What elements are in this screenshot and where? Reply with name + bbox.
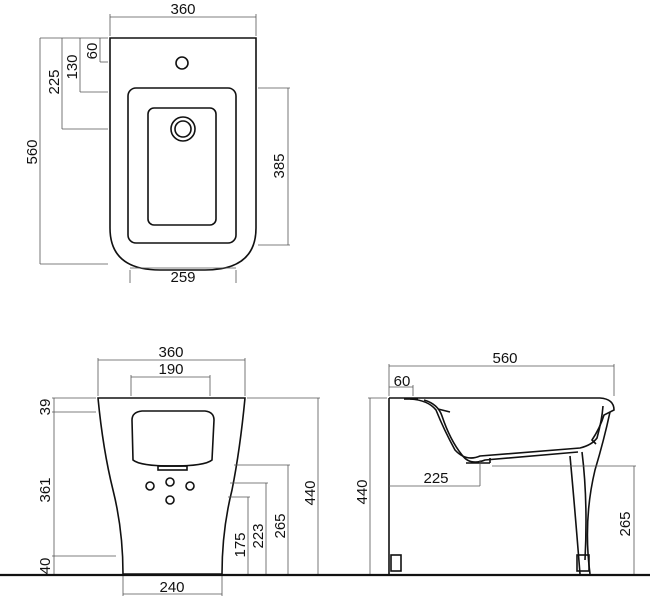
dim-side-tap-offset: 60 <box>394 373 411 390</box>
dim-basin-length: 385 <box>271 153 288 178</box>
drain-inner <box>174 120 192 138</box>
dim-tap-offset: 60 <box>84 43 101 60</box>
dim-drain-offset: 225 <box>46 69 63 94</box>
side-view-leg <box>586 411 611 575</box>
dim-front-width: 259 <box>170 269 195 286</box>
dim-basin-offset: 130 <box>64 54 81 79</box>
dim-pipe-175: 175 <box>232 532 249 557</box>
dim-top-width: 360 <box>170 1 195 18</box>
dim-side-outlet-height: 265 <box>617 511 634 536</box>
dim-side-total-length: 560 <box>492 350 517 367</box>
dim-rim-height: 39 <box>37 399 54 416</box>
dim-base-offset: 40 <box>37 558 54 575</box>
side-view: 560 60 225 440 265 <box>354 350 636 575</box>
dim-front-inner-width: 190 <box>158 361 183 378</box>
dim-base-width: 240 <box>159 579 184 596</box>
front-view-slot <box>157 465 188 471</box>
basin-inner <box>147 107 217 226</box>
dim-body-height: 361 <box>37 477 54 502</box>
front-view: 360 190 39 361 40 175 223 265 440 2 <box>37 344 320 596</box>
dim-pipe-265: 265 <box>272 513 289 538</box>
side-view-bowl <box>409 398 604 459</box>
hole-center <box>165 477 175 487</box>
hole-right <box>185 481 195 491</box>
drain-outer <box>170 116 196 142</box>
hole-bottom <box>165 495 175 505</box>
dim-pipe-223: 223 <box>250 523 267 548</box>
basin-outer <box>127 87 237 244</box>
side-view-rim <box>389 397 615 445</box>
dim-side-height: 440 <box>354 479 371 504</box>
dim-side-drain-offset: 225 <box>423 470 448 487</box>
tap-hole <box>175 56 189 70</box>
hole-left <box>145 481 155 491</box>
front-view-basin <box>131 410 215 467</box>
dim-front-total-height: 440 <box>302 480 319 505</box>
dim-front-top-width: 360 <box>158 344 183 361</box>
dim-total-length: 560 <box>24 139 41 164</box>
top-view-outline <box>109 37 257 271</box>
top-view: 360 60 130 225 560 385 259 <box>24 1 290 286</box>
